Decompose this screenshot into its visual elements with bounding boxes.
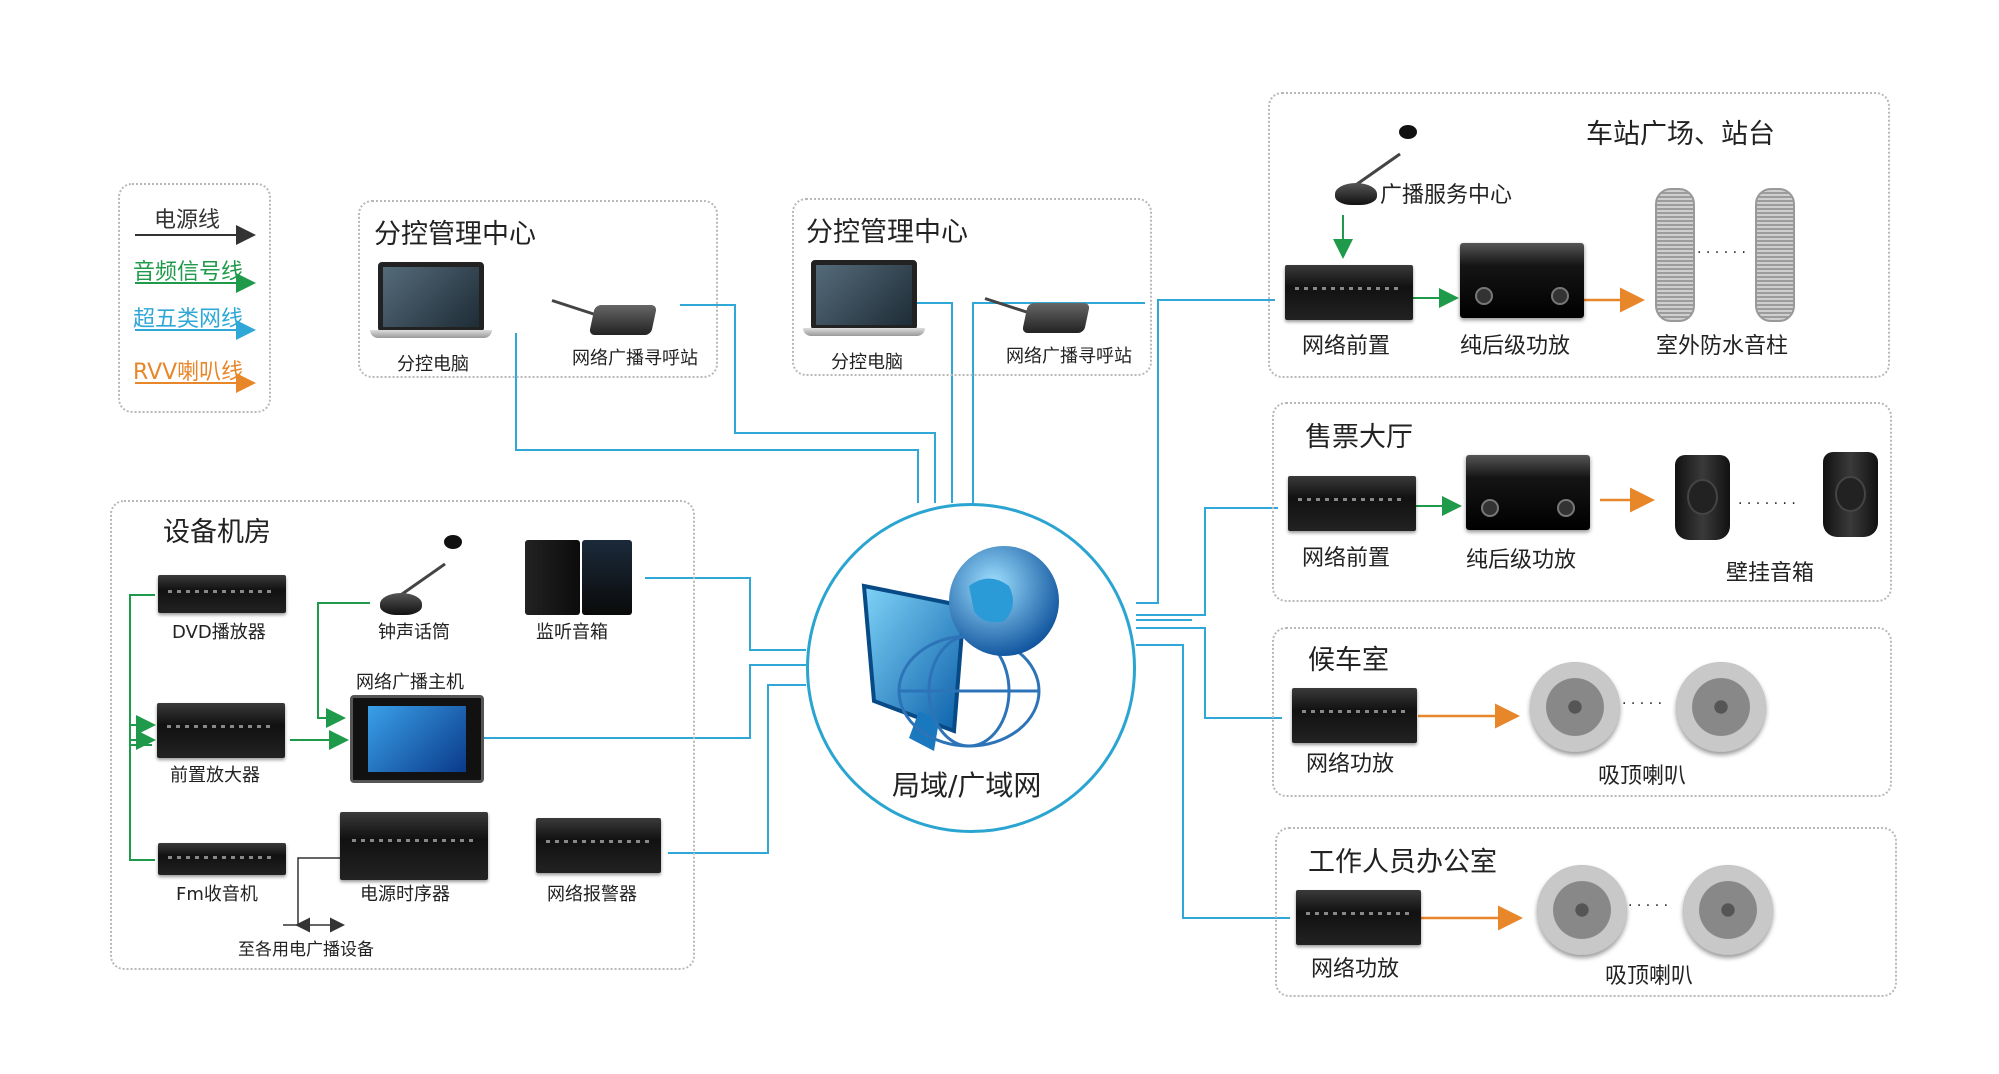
equipment-room-box bbox=[110, 500, 695, 970]
hall-pre-label: 网络前置 bbox=[1302, 546, 1391, 571]
wall-speaker-icon bbox=[1675, 455, 1730, 540]
bell-mic-label: 钟声话筒 bbox=[378, 622, 450, 643]
bell-microphone-icon bbox=[380, 535, 475, 615]
monitor-speaker-icon bbox=[582, 540, 632, 615]
sub-center-2-title: 分控管理中心 bbox=[806, 217, 968, 248]
alarm-label: 网络报警器 bbox=[547, 884, 637, 905]
power-lines bbox=[283, 857, 345, 933]
network-label: 局域/广域网 bbox=[892, 769, 1042, 802]
wall-speaker-icon bbox=[1823, 452, 1878, 537]
ceiling-speaker-icon bbox=[1676, 662, 1766, 752]
host-label: 网络广播主机 bbox=[356, 672, 464, 693]
waiting-room-title: 候车室 bbox=[1308, 645, 1389, 676]
legend-power-label: 电源线 bbox=[154, 208, 221, 233]
sequencer-label: 电源时序器 bbox=[360, 884, 450, 905]
preamp-icon bbox=[157, 703, 285, 758]
plaza-speaker-label: 室外防水音柱 bbox=[1656, 334, 1789, 359]
hall-dots: · · · · · · · bbox=[1738, 496, 1796, 512]
equipment-room-title: 设备机房 bbox=[163, 517, 271, 548]
ceiling-speaker-icon bbox=[1537, 865, 1627, 955]
network-alarm-icon bbox=[536, 818, 661, 873]
legend-box bbox=[118, 183, 271, 413]
waiting-dots: · · · · · bbox=[1622, 696, 1663, 712]
broadcast-host-icon bbox=[350, 695, 484, 783]
preamp-label: 前置放大器 bbox=[170, 765, 260, 786]
service-center-label: 广播服务中心 bbox=[1380, 183, 1513, 208]
waiting-room-box bbox=[1272, 627, 1892, 797]
power-sequencer-icon bbox=[340, 812, 488, 880]
staff-office-title: 工作人员办公室 bbox=[1308, 847, 1497, 878]
globe-monitor-icon bbox=[861, 546, 1059, 751]
column-speaker-icon bbox=[1755, 188, 1795, 322]
plaza-pre-label: 网络前置 bbox=[1302, 334, 1391, 359]
monitor-speaker-label: 监听音箱 bbox=[536, 622, 608, 643]
dvd-label: DVD播放器 bbox=[172, 622, 266, 643]
fm-radio-icon bbox=[158, 843, 286, 875]
audio-lines bbox=[129, 215, 1462, 861]
fm-label: Fm收音机 bbox=[176, 884, 258, 905]
sub-center-1-pager-label: 网络广播寻呼站 bbox=[572, 348, 698, 369]
sub-center-2-pager-label: 网络广播寻呼站 bbox=[1006, 346, 1132, 367]
office-dots: · · · · · bbox=[1628, 898, 1669, 914]
network-circle bbox=[806, 503, 1136, 833]
paging-station-icon bbox=[984, 293, 1105, 333]
waiting-speaker-label: 吸顶喇叭 bbox=[1598, 764, 1687, 789]
station-plaza-box bbox=[1268, 92, 1890, 378]
office-amp-label: 网络功放 bbox=[1311, 957, 1400, 982]
sub-center-2-pc-label: 分控电脑 bbox=[831, 352, 903, 373]
laptop-icon bbox=[370, 262, 494, 342]
sub-center-1-box bbox=[358, 200, 718, 378]
plaza-dots: · · · · · · bbox=[1697, 245, 1746, 261]
waiting-amp-label: 网络功放 bbox=[1306, 752, 1395, 777]
ceiling-speaker-icon bbox=[1683, 865, 1773, 955]
laptop-icon bbox=[803, 260, 927, 340]
column-speaker-icon bbox=[1655, 188, 1695, 322]
plaza-amp-label: 纯后级功放 bbox=[1460, 334, 1571, 359]
ticket-hall-box bbox=[1272, 402, 1892, 602]
monitor-speaker-icon bbox=[525, 540, 580, 615]
backup-label: 至各用电广播设备 bbox=[238, 940, 374, 960]
dvd-player-icon bbox=[158, 575, 286, 613]
legend-speaker-label: RVV喇叭线 bbox=[133, 360, 244, 385]
sub-center-2-box bbox=[792, 198, 1152, 376]
legend-network-label: 超五类网线 bbox=[133, 307, 244, 332]
network-amplifier-icon bbox=[1292, 688, 1417, 743]
power-amplifier-icon bbox=[1460, 243, 1584, 318]
power-amplifier-icon bbox=[1466, 455, 1590, 530]
network-pre-icon bbox=[1285, 265, 1413, 320]
legend-audio-label: 音频信号线 bbox=[133, 260, 244, 285]
network-pre-icon bbox=[1288, 476, 1416, 531]
speaker-lines bbox=[1418, 287, 1655, 931]
office-speaker-label: 吸顶喇叭 bbox=[1605, 964, 1694, 989]
ticket-hall-title: 售票大厅 bbox=[1305, 422, 1413, 453]
sub-center-1-pc-label: 分控电脑 bbox=[397, 354, 469, 375]
hall-speaker-label: 壁挂音箱 bbox=[1726, 561, 1815, 586]
paging-station-icon bbox=[551, 295, 672, 335]
hall-amp-label: 纯后级功放 bbox=[1466, 548, 1577, 573]
station-plaza-title: 车站广场、站台 bbox=[1586, 119, 1775, 150]
network-amplifier-icon bbox=[1296, 890, 1421, 945]
sub-center-1-title: 分控管理中心 bbox=[374, 219, 536, 250]
staff-office-box bbox=[1275, 827, 1897, 997]
ceiling-speaker-icon bbox=[1530, 662, 1620, 752]
service-microphone-icon bbox=[1335, 125, 1430, 205]
